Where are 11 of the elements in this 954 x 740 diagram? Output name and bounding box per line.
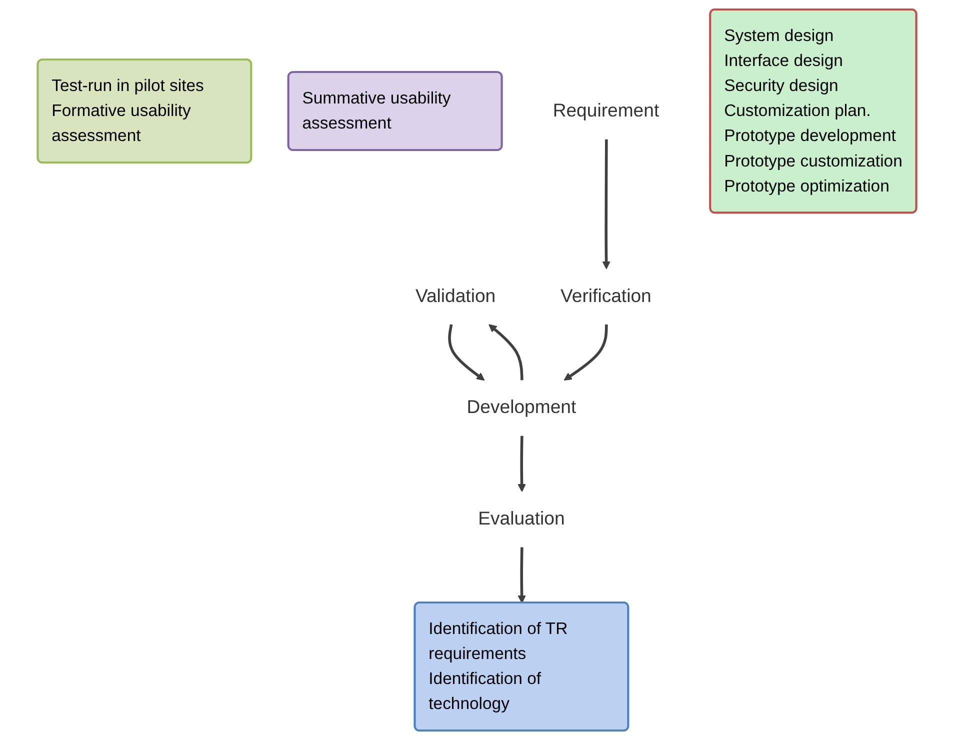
arrow [518,547,526,604]
node-text: Validation [415,286,496,306]
node-text: Development [466,397,576,418]
node-text: Requirement [552,100,660,122]
arrow [488,324,524,380]
arrow [602,139,610,270]
arrow [518,436,526,492]
node-text: Evaluation [478,508,565,530]
arrow [564,324,608,381]
node-text: Verification [560,286,652,306]
arrow [448,324,485,381]
